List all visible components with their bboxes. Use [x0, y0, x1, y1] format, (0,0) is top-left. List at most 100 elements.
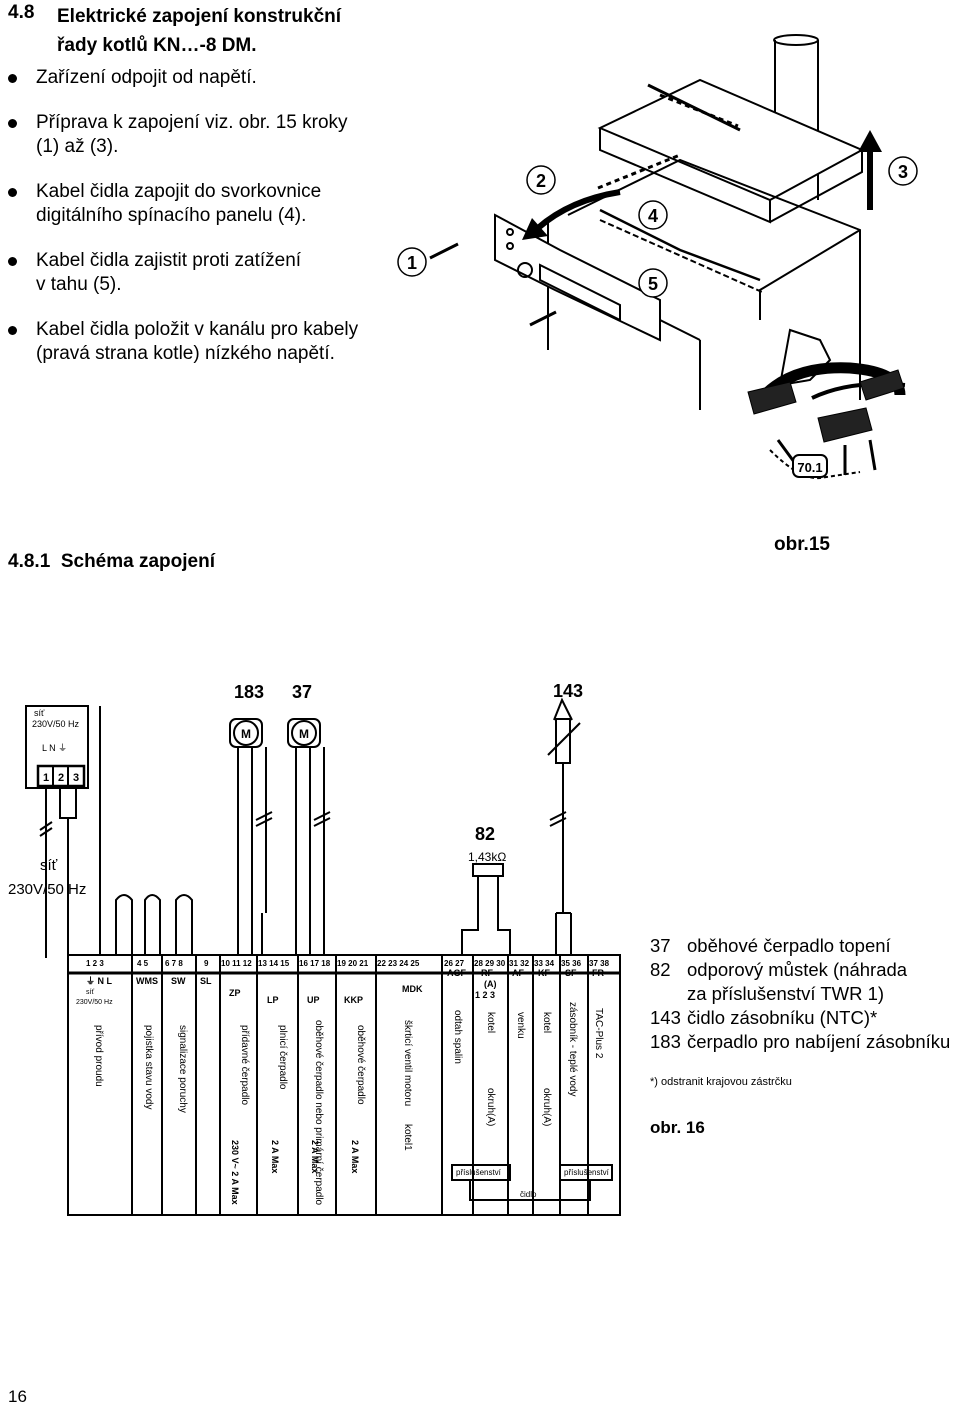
legend-text: oběhové čerpadlo topení	[687, 935, 891, 956]
terminal-code: FR	[592, 968, 604, 978]
callout-4	[638, 200, 668, 230]
mains-box-voltage: 230V/50 Hz	[32, 719, 80, 729]
terminal-nums: 19 20 21	[337, 959, 369, 968]
terminal-nums: 13 14 15	[258, 959, 290, 968]
terminal-code: SW	[171, 976, 186, 986]
sensor-label: čidlo	[520, 1190, 537, 1199]
legend-text-cont: za příslušenství TWR 1)	[687, 983, 885, 1004]
step-item: Kabel čidla položit v kanálu pro kabely (…	[8, 318, 408, 366]
footnote: *) odstranit krajovou zástrčku	[650, 1076, 792, 1088]
terminal-nums: 37 38	[589, 959, 610, 968]
step-item: Zařízení odpojit od napětí.	[8, 66, 408, 90]
terminal-sub: 1 2 3	[475, 990, 495, 1000]
terminal-desc: plnicí čerpadlo	[277, 1025, 288, 1090]
subsection-title: 4.8.1 Schéma zapojení	[8, 551, 215, 573]
arrow-head	[522, 218, 548, 240]
terminal-nums: 26 27	[444, 959, 465, 968]
legend-num: 143	[650, 1007, 681, 1028]
callout-3	[888, 156, 918, 186]
terminal-desc: TAC-Plus 2	[593, 1008, 604, 1059]
component-143-label: 143	[553, 681, 583, 701]
terminal-code: AGF	[447, 968, 467, 978]
callout-4-label: 4	[648, 206, 658, 226]
terminal-desc: kotel1	[402, 1124, 413, 1151]
step-text: Zařízení odpojit od napětí.	[36, 67, 257, 88]
section-number: 4.8	[8, 2, 35, 23]
terminal-nums: 22 23 24 25	[377, 959, 420, 968]
terminal-desc: pojistka stavu vody	[143, 1025, 154, 1110]
boiler-wiring-illustration: 1 2 3 4 5 70.1	[397, 34, 918, 480]
step-text: Příprava k zapojení viz. obr. 15 kroky	[36, 112, 348, 133]
terminal-nums: 31 32	[509, 959, 530, 968]
terminal-extra: 230V/50 Hz	[76, 999, 113, 1006]
terminal-code: UP	[307, 995, 320, 1005]
terminal-code: KKP	[344, 995, 363, 1005]
accessory-label: příslušenství	[456, 1168, 502, 1177]
terminal-code: AF	[512, 968, 524, 978]
terminal-nums: 35 36	[561, 959, 582, 968]
terminal-desc: odtah spalin	[452, 1010, 463, 1064]
step-text: (pravá strana kotle) nízkého napětí.	[36, 343, 335, 364]
component-37-label: 37	[292, 682, 312, 702]
terminal-code: MDK	[402, 984, 423, 994]
terminal-nums: 1 2 3	[86, 959, 104, 968]
mains-box-label: síť	[34, 708, 45, 718]
callout-5-label: 5	[648, 274, 658, 294]
terminal-nums: 10 11 12	[221, 959, 252, 968]
terminal-extra: síť	[86, 989, 94, 996]
legend-text: odporový můstek (náhrada	[687, 959, 908, 980]
terminal-nums: 16 17 18	[299, 959, 331, 968]
mains-cable-label: síť	[40, 857, 58, 874]
terminal-desc: přívod proudu	[93, 1025, 104, 1087]
terminal-nums: 4 5	[137, 959, 149, 968]
pump-183-motor	[233, 720, 259, 746]
terminal-desc: kotel	[485, 1012, 496, 1033]
callout-1	[397, 247, 427, 277]
terminal-code: WMS	[136, 976, 158, 986]
mains-block-2: 2	[58, 772, 64, 784]
terminal-code: ZP	[229, 988, 241, 998]
component-82-label: 82	[475, 824, 495, 844]
figure-15-caption: obr.15	[774, 534, 830, 555]
terminal-nums: 9	[204, 959, 209, 968]
legend-num: 183	[650, 1031, 681, 1052]
step-text: Kabel čidla zapojit do svorkovnice	[36, 181, 322, 202]
step-text: (1) až (3).	[36, 136, 119, 157]
callout-2	[526, 165, 556, 195]
ref-badge	[792, 454, 828, 478]
terminal-rating: 2 A Max	[270, 1140, 280, 1173]
motor-label: M	[241, 727, 251, 741]
legend-num: 37	[650, 935, 671, 956]
figure-16-caption: obr. 16	[650, 1118, 705, 1137]
motor-label: M	[299, 727, 309, 741]
component-183-label: 183	[234, 682, 264, 702]
terminal-rating: 2 A Max	[350, 1140, 360, 1173]
subsection-number: 4.8.1	[8, 551, 51, 572]
mains-block-1: 1	[43, 772, 49, 784]
step-text: digitálního spínacího panelu (4).	[36, 205, 307, 226]
step-text: Kabel čidla zajistit proti zatížení	[36, 250, 302, 271]
terminal-sub: (A)	[484, 979, 497, 989]
terminal-desc: zásobník - teplé vody	[567, 1002, 578, 1097]
legend-item: 37 oběhové čerpadlo topení	[650, 934, 960, 958]
ref-number: 70.1	[797, 460, 822, 475]
terminal-desc: signalizace poruchy	[177, 1025, 188, 1113]
pump-37-motor	[291, 720, 317, 746]
step-text: Kabel čidla položit v kanálu pro kabely	[36, 319, 359, 340]
terminal-nums: 6 7 8	[165, 959, 183, 968]
terminal-code: LP	[267, 995, 279, 1005]
mains-block-3: 3	[73, 772, 79, 784]
terminal-rating: 2 A Max	[310, 1140, 320, 1173]
callout-1-label: 1	[407, 253, 417, 273]
arrow-head	[858, 130, 882, 152]
accessory-label: příslušenství	[564, 1168, 610, 1177]
section-title-line2: řady kotlů KN…-8 DM.	[57, 35, 257, 56]
step-item: Kabel čidla zapojit do svorkovnice digitá…	[8, 180, 408, 228]
terminal-desc: kotel	[541, 1012, 552, 1033]
terminal-desc: přídavné čerpadlo	[239, 1025, 250, 1105]
